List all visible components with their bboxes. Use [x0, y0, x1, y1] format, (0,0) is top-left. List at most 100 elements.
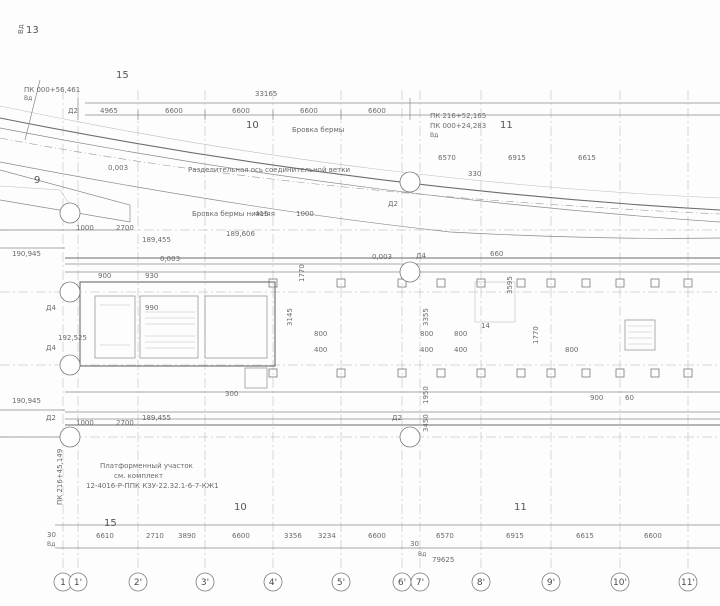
dim-800-r: 800 [420, 330, 433, 338]
axis-bubble-label: 10' [613, 578, 627, 588]
dim-1770: 3595 [506, 276, 514, 294]
plan-bubble [59, 426, 81, 448]
stair-block [79, 281, 656, 389]
axis-bubble-label: 3' [201, 578, 209, 588]
grid-label-10: 10 [246, 120, 259, 131]
note-separator-axis: Разделительная ось соединительной ветки [188, 166, 350, 174]
axis-bubble-label: 8' [477, 578, 485, 588]
note-berm: Бровка бермы [292, 126, 344, 134]
d-label-0: Д2 [68, 107, 78, 115]
pk-label-3-sub: Вд [430, 132, 438, 139]
top-dimension-chain [77, 98, 720, 120]
axis-bubble-label: 1' [74, 578, 82, 588]
bottom-sub-value: 30 [47, 531, 56, 539]
track-curve-top [0, 105, 720, 199]
slope-3: 0,003 [372, 253, 392, 261]
axis-bubble [331, 572, 351, 592]
level-5: 189,455 [142, 236, 171, 244]
slope-2: 0,003 [160, 255, 180, 263]
grid-label-15: 15 [116, 70, 129, 81]
dim-990: 990 [145, 304, 158, 312]
pk-label-1-sub: Вд [24, 95, 32, 102]
wedge-detail [0, 185, 71, 206]
bottom-dim-7: 6570 [436, 532, 454, 540]
column [268, 368, 278, 378]
pk-label-2: ПК 216+52,165 [430, 112, 486, 120]
d-label-5: Д4 [416, 252, 426, 260]
platform-note-line-2: см. комплект [114, 472, 163, 480]
axis-bubble [263, 572, 283, 592]
dim-330: 330 [468, 170, 481, 178]
track-curve-upper [0, 117, 720, 211]
column [397, 278, 407, 288]
dim-900: 900 [98, 272, 111, 280]
section-label-11: 11 [514, 502, 527, 513]
plan-bubbles [59, 171, 421, 448]
column [516, 278, 526, 288]
axis-bubble-label: 6' [398, 578, 406, 588]
bottom-sub-unit-2: Вд [418, 551, 426, 558]
separator-axis [0, 137, 720, 215]
axis-bubble-label: 1 [60, 578, 66, 588]
plan-bubble [399, 171, 421, 193]
dim-1000-top: 1000 [76, 224, 94, 232]
top-dim-3: 6600 [300, 107, 318, 115]
axis-bubble-label: 11' [681, 578, 695, 588]
dim-1000-bottom: 1000 [76, 419, 94, 427]
room-14 [474, 281, 516, 323]
note-berm-lower: Бровка бермы нижняя [192, 210, 275, 218]
top-dim-7: 6615 [578, 154, 596, 162]
dim-2700-top: 2700 [116, 224, 134, 232]
column [436, 278, 446, 288]
top-dim-0: 4965 [100, 107, 118, 115]
stair-left [94, 295, 136, 359]
axis-bubble [610, 572, 630, 592]
top-total-dim: 33165 [255, 90, 277, 98]
dim-1950: 1950 [422, 386, 430, 404]
top-dim-5: 6570 [438, 154, 456, 162]
bottom-sub-unit: Вд [47, 541, 55, 548]
column [683, 368, 693, 378]
column [516, 368, 526, 378]
top-dim-4: 6600 [368, 107, 386, 115]
bottom-sub-value-2: 30 [410, 540, 419, 548]
small-room [244, 367, 268, 389]
pk-label-1: ПК 000+56,461 [24, 86, 80, 94]
axis-bubble-label: 4' [269, 578, 277, 588]
bottom-total-dim: 79625 [432, 556, 454, 564]
section-label-10: 10 [234, 502, 247, 513]
bottom-dim-8: 6915 [506, 532, 524, 540]
level-3: 190,945 [12, 397, 41, 405]
grid-axes [0, 90, 720, 570]
dim-900-r: 900 [590, 394, 603, 402]
bottom-dim-1: 2710 [146, 532, 164, 540]
dim-3450: 3450 [422, 414, 430, 432]
label-9: 9 [34, 175, 40, 186]
dim-800-r2: 800 [454, 330, 467, 338]
column [336, 278, 346, 288]
plan-bubble [59, 354, 81, 376]
column [581, 368, 591, 378]
columns [268, 278, 693, 378]
room-label-14: 14 [481, 322, 490, 330]
top-dim-6: 6915 [508, 154, 526, 162]
bottom-dim-3: 6600 [232, 532, 250, 540]
stair-treads [100, 304, 195, 349]
axis-bubble [68, 572, 88, 592]
column [615, 278, 625, 288]
column [476, 368, 486, 378]
stair-block-outline [79, 281, 276, 367]
pk-label-4: ПК 216+45,149 [56, 449, 64, 505]
section-label-15: 15 [104, 518, 117, 529]
column [683, 278, 693, 288]
right-stair-treads [628, 325, 652, 345]
d-label-1: Д4 [46, 304, 56, 312]
column [397, 368, 407, 378]
pk-leader-1 [24, 79, 41, 141]
column [615, 368, 625, 378]
dim-300: 300 [225, 390, 238, 398]
bottom-dim-2: 3890 [178, 532, 196, 540]
column [436, 368, 446, 378]
axis-bubble [128, 572, 148, 592]
